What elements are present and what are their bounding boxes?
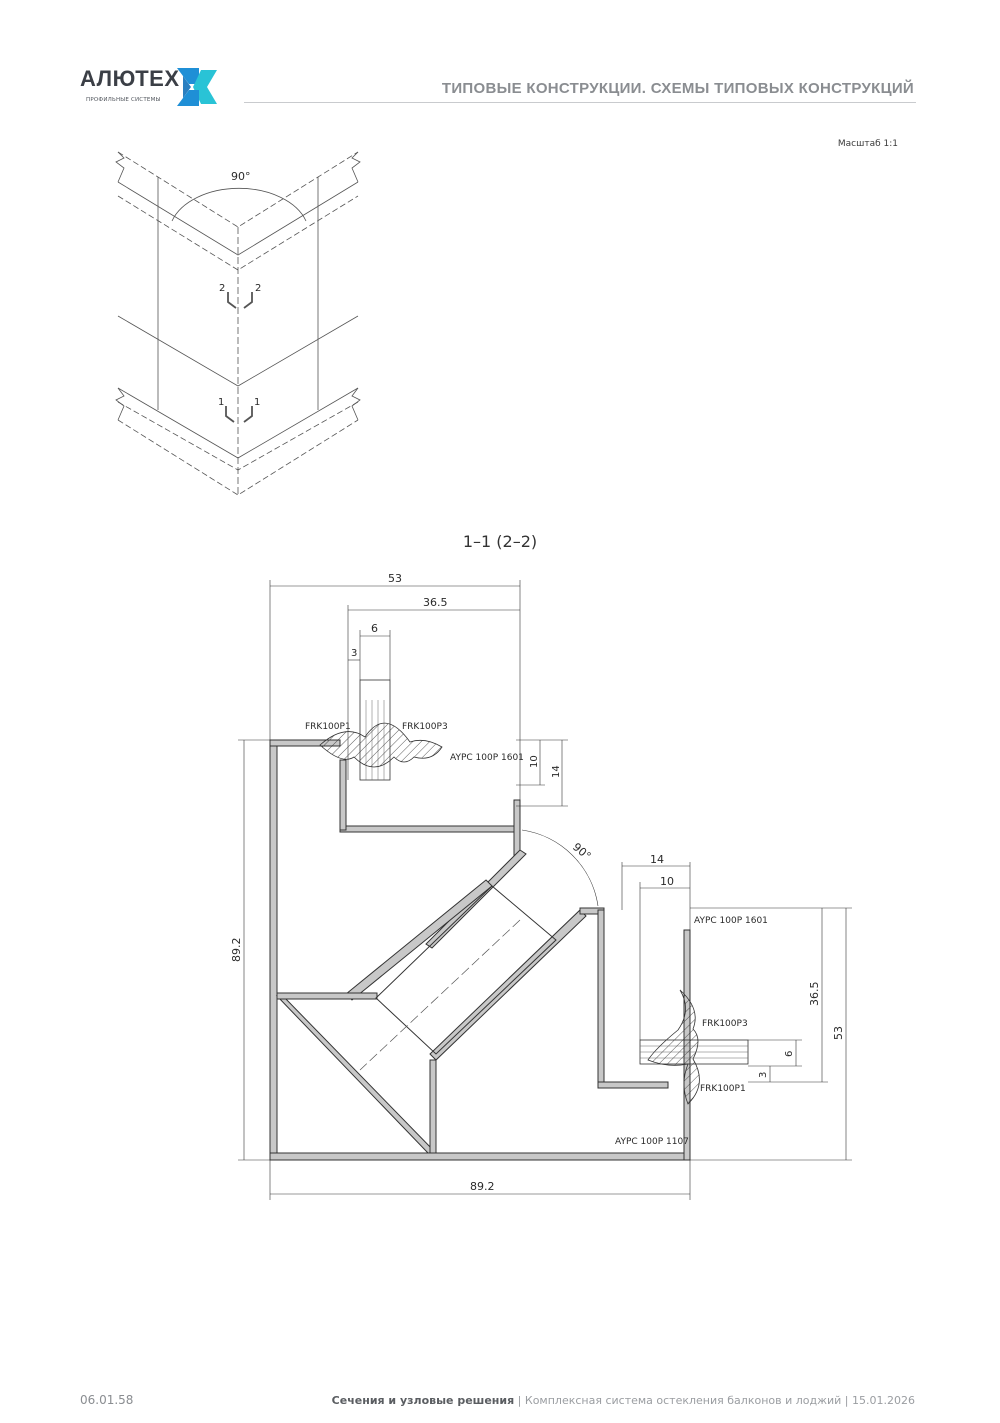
brand-mark-icon bbox=[177, 68, 217, 106]
profile-right-post bbox=[597, 909, 605, 1089]
dim-angle-arc bbox=[521, 829, 599, 907]
bottom-slab-break-right bbox=[351, 387, 361, 421]
profile-top-inner bbox=[339, 825, 521, 833]
bottom-slab-top bbox=[117, 387, 359, 459]
brand-mark-top bbox=[177, 68, 199, 84]
dim-label-angle: 90° bbox=[570, 840, 593, 862]
bottom-slab-bottom bbox=[117, 419, 359, 496]
profile-diagonal-outer bbox=[275, 995, 438, 1154]
iso-cut-label-2-left: 2 bbox=[219, 283, 225, 294]
cut-marker-2-left bbox=[227, 292, 237, 309]
dim-label-top-6: 6 bbox=[371, 622, 378, 635]
middle-transom bbox=[117, 315, 359, 387]
dim-label-top-3: 3 bbox=[351, 648, 357, 659]
dim-label-bottom-89-2: 89.2 bbox=[470, 1180, 495, 1193]
footer-document-name: | Комплексная система остекления балконо… bbox=[514, 1394, 915, 1407]
top-slab-break-right bbox=[351, 151, 361, 183]
dim-label-top-53: 53 bbox=[388, 572, 402, 585]
part-label-aypc-1601-right: AYPC 100P 1601 bbox=[694, 916, 768, 926]
cut-marker-2-right bbox=[243, 292, 253, 309]
dim-label-right-10: 10 bbox=[660, 875, 674, 888]
scale-label: Масштаб 1:1 bbox=[837, 139, 898, 149]
iso-cut-label-1-right: 1 bbox=[254, 397, 260, 408]
brand-mark-center bbox=[183, 76, 191, 98]
brand-mark-bottom bbox=[177, 90, 199, 106]
footer-document-info: Сечения и узловые решения | Комплексная … bbox=[332, 1394, 915, 1407]
page-header-title: ТИПОВЫЕ КОНСТРУКЦИИ. СХЕМЫ ТИПОВЫХ КОНСТ… bbox=[441, 80, 914, 97]
profile-bottom-wall bbox=[269, 1152, 691, 1161]
iso-cut-label-2-right: 2 bbox=[255, 283, 261, 294]
bottom-slab-dash bbox=[117, 401, 359, 471]
brand-logo: АЛЮТЕХ ПРОФИЛЬНЫЕ СИСТЕМЫ bbox=[80, 66, 220, 108]
iso-angle-label: 90° bbox=[231, 170, 251, 183]
brand-name: АЛЮТЕХ bbox=[80, 66, 180, 91]
dim-label-right-3: 3 bbox=[758, 1072, 769, 1078]
part-label-aypc-1107: AYPC 100P 1107 bbox=[615, 1137, 689, 1147]
top-slab-break-left bbox=[115, 151, 125, 183]
dim-label-left-89-2: 89.2 bbox=[230, 938, 243, 963]
diagonal-centerline bbox=[359, 919, 521, 1071]
dim-label-top-14: 14 bbox=[551, 765, 562, 778]
dim-label-right-53: 53 bbox=[832, 1026, 845, 1040]
brand-tagline: ПРОФИЛЬНЫЕ СИСТЕМЫ bbox=[86, 97, 161, 103]
cut-marker-1-right bbox=[243, 406, 253, 423]
corner-section-view: 53 36.5 6 3 10 14 89.2 89.2 90° 14 10 36… bbox=[230, 572, 852, 1200]
profile-lower-inner bbox=[429, 1059, 437, 1154]
diagonal-glazing bbox=[375, 885, 557, 1055]
part-label-aypc-1601-top: AYPC 100P 1601 bbox=[450, 753, 524, 763]
right-glazing-unit bbox=[639, 989, 749, 1105]
dim-label-right-6: 6 bbox=[784, 1051, 795, 1057]
footer-page-code: 06.01.58 bbox=[80, 1393, 134, 1407]
dim-label-top-36-5: 36.5 bbox=[423, 596, 448, 609]
dim-label-right-14: 14 bbox=[650, 853, 664, 866]
bottom-slab-break-left bbox=[115, 387, 125, 421]
top-glazing-unit bbox=[319, 679, 443, 781]
footer-section-name: Сечения и узловые решения bbox=[331, 1394, 515, 1407]
profile-diagonal-main-upper bbox=[345, 879, 493, 1001]
corner-isometric-view: 90° 2 2 1 1 bbox=[115, 151, 361, 496]
profile-right-base bbox=[597, 1081, 669, 1089]
part-label-frk100p3-right: FRK100P3 bbox=[702, 1019, 748, 1029]
dim-label-right-36-5: 36.5 bbox=[808, 982, 821, 1007]
part-label-frk100p3-top: FRK100P3 bbox=[402, 722, 448, 732]
dim-label-top-10: 10 bbox=[529, 755, 540, 768]
angle-arc bbox=[171, 187, 307, 222]
iso-cut-label-1-left: 1 bbox=[218, 397, 224, 408]
part-label-frk100p1-top: FRK100P1 bbox=[305, 722, 351, 732]
profile-top-post bbox=[339, 759, 347, 831]
cut-marker-1-left bbox=[225, 406, 235, 423]
part-label-frk100p1-right: FRK100P1 bbox=[700, 1084, 746, 1094]
profile-left-wall bbox=[269, 739, 278, 1161]
profile-spur bbox=[276, 992, 378, 1000]
header-divider bbox=[244, 102, 916, 103]
section-title: 1–1 (2–2) bbox=[462, 532, 538, 551]
